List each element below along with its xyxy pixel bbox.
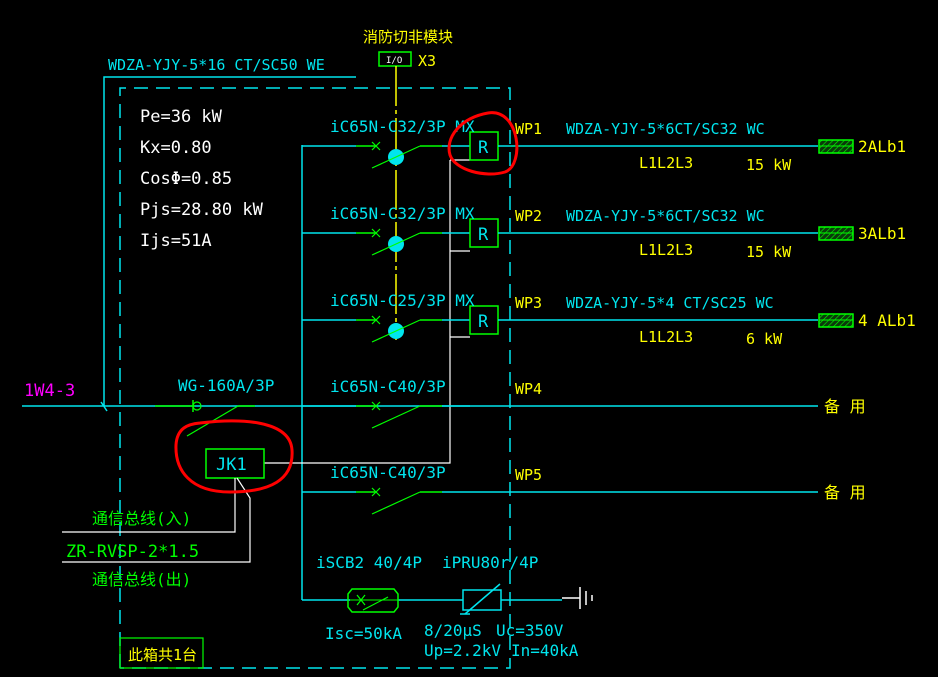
- spd-in-label: In=40kA: [511, 641, 579, 660]
- calc-kx: Kx=0.80: [140, 138, 212, 158]
- circuit-id: WP5: [515, 466, 542, 484]
- surge-branch: [302, 583, 562, 615]
- spd-varistor[interactable]: [462, 589, 502, 611]
- circuit-id: WP2: [515, 207, 542, 225]
- breaker-switch-blade[interactable]: [371, 145, 421, 169]
- relay-label: R: [478, 225, 489, 245]
- circuit-id: WP1: [515, 120, 542, 138]
- relay-label: R: [478, 312, 489, 332]
- breaker-switch-blade[interactable]: [371, 491, 421, 515]
- main-switch-label: WG-160A/3P: [178, 376, 274, 395]
- relay-control-wiring: [264, 159, 470, 464]
- breaker-x-icon: [371, 401, 381, 411]
- breaker-model-label: iC65N-C40/3P: [330, 463, 446, 482]
- io-box-label: I/O: [386, 56, 402, 66]
- circuit-phases: L1L2L3: [639, 154, 693, 172]
- breaker-model-label: iC65N-C32/3P MX: [330, 204, 475, 223]
- breaker-x-icon: [371, 141, 381, 151]
- calc-cos: CosΦ=0.85: [140, 169, 232, 189]
- calc-pe: Pe=36 kW: [140, 107, 223, 127]
- annotation-circle-jk1: [174, 419, 294, 494]
- circuit-power: 15 kW: [746, 156, 792, 174]
- circuit-destination: 备 用: [824, 483, 866, 502]
- circuit-id: WP4: [515, 380, 542, 398]
- panel-enclosure: [119, 87, 511, 669]
- iscb-label: iSCB2 40/4P: [316, 553, 422, 572]
- breaker-model-label: iC65N-C40/3P: [330, 377, 446, 396]
- box-count-frame: [119, 637, 204, 669]
- circuit-destination: 3ALb1: [858, 224, 906, 243]
- circuit-destination: 4 ALb1: [858, 311, 916, 330]
- breaker-model-label: iC65N-C32/3P MX: [330, 117, 475, 136]
- breaker-switch-blade[interactable]: [371, 319, 421, 343]
- breaker-switch-blade[interactable]: [371, 232, 421, 256]
- comm-bus-wiring: [62, 477, 251, 563]
- calc-ijs: Ijs=51A: [140, 231, 212, 251]
- breaker-x-icon: [371, 487, 381, 497]
- breaker-x-icon: [371, 315, 381, 325]
- relay-label: R: [478, 138, 489, 158]
- iscb-breaker[interactable]: [347, 588, 399, 613]
- circuit-id: WP3: [515, 294, 542, 312]
- main-switch[interactable]: [155, 400, 255, 437]
- io-module-box[interactable]: [378, 51, 412, 67]
- circuit-destination: 备 用: [824, 397, 866, 416]
- circuit-power: 6 kW: [746, 330, 783, 348]
- fire-module-label: 消防切非模块: [363, 28, 453, 46]
- comm-out-label: 通信总线(出): [92, 570, 191, 589]
- circuit-cable-spec: WDZA-YJY-5*4 CT/SC25 WC: [566, 294, 774, 312]
- spd-label: iPRU80r/4P: [442, 553, 538, 572]
- circuit-destination: 2ALb1: [858, 137, 906, 156]
- incoming-source: 1W4-3: [24, 381, 75, 401]
- spd-wave-label: 8/20μS: [424, 621, 482, 640]
- isc-label: Isc=50kA: [325, 624, 402, 643]
- breaker-x-icon: [371, 228, 381, 238]
- circuit-power: 15 kW: [746, 243, 792, 261]
- spd-up-label: Up=2.2kV: [424, 641, 501, 660]
- circuit-phases: L1L2L3: [639, 328, 693, 346]
- circuit-phases: L1L2L3: [639, 241, 693, 259]
- ground-icon: [562, 587, 593, 609]
- spd-uc-label: Uc=350V: [496, 621, 564, 640]
- box-count-label: 此箱共1台: [128, 646, 197, 664]
- jk1-label[interactable]: JK1: [216, 455, 247, 475]
- breaker-switch-blade[interactable]: [371, 405, 421, 429]
- circuit-cable-spec: WDZA-YJY-5*6CT/SC32 WC: [566, 120, 765, 138]
- calc-pjs: Pjs=28.80 kW: [140, 200, 264, 220]
- circuit-cable-spec: WDZA-YJY-5*6CT/SC32 WC: [566, 207, 765, 225]
- annotation-circle-relay: [447, 111, 519, 176]
- incoming-cable-spec: WDZA-YJY-5*16 CT/SC50 WE: [108, 56, 325, 74]
- breaker-model-label: iC65N-C25/3P MX: [330, 291, 475, 310]
- comm-in-label: 通信总线(入): [92, 509, 191, 528]
- io-ref: X3: [418, 52, 436, 70]
- comm-cable-label: ZR-RVSP-2*1.5: [66, 542, 199, 562]
